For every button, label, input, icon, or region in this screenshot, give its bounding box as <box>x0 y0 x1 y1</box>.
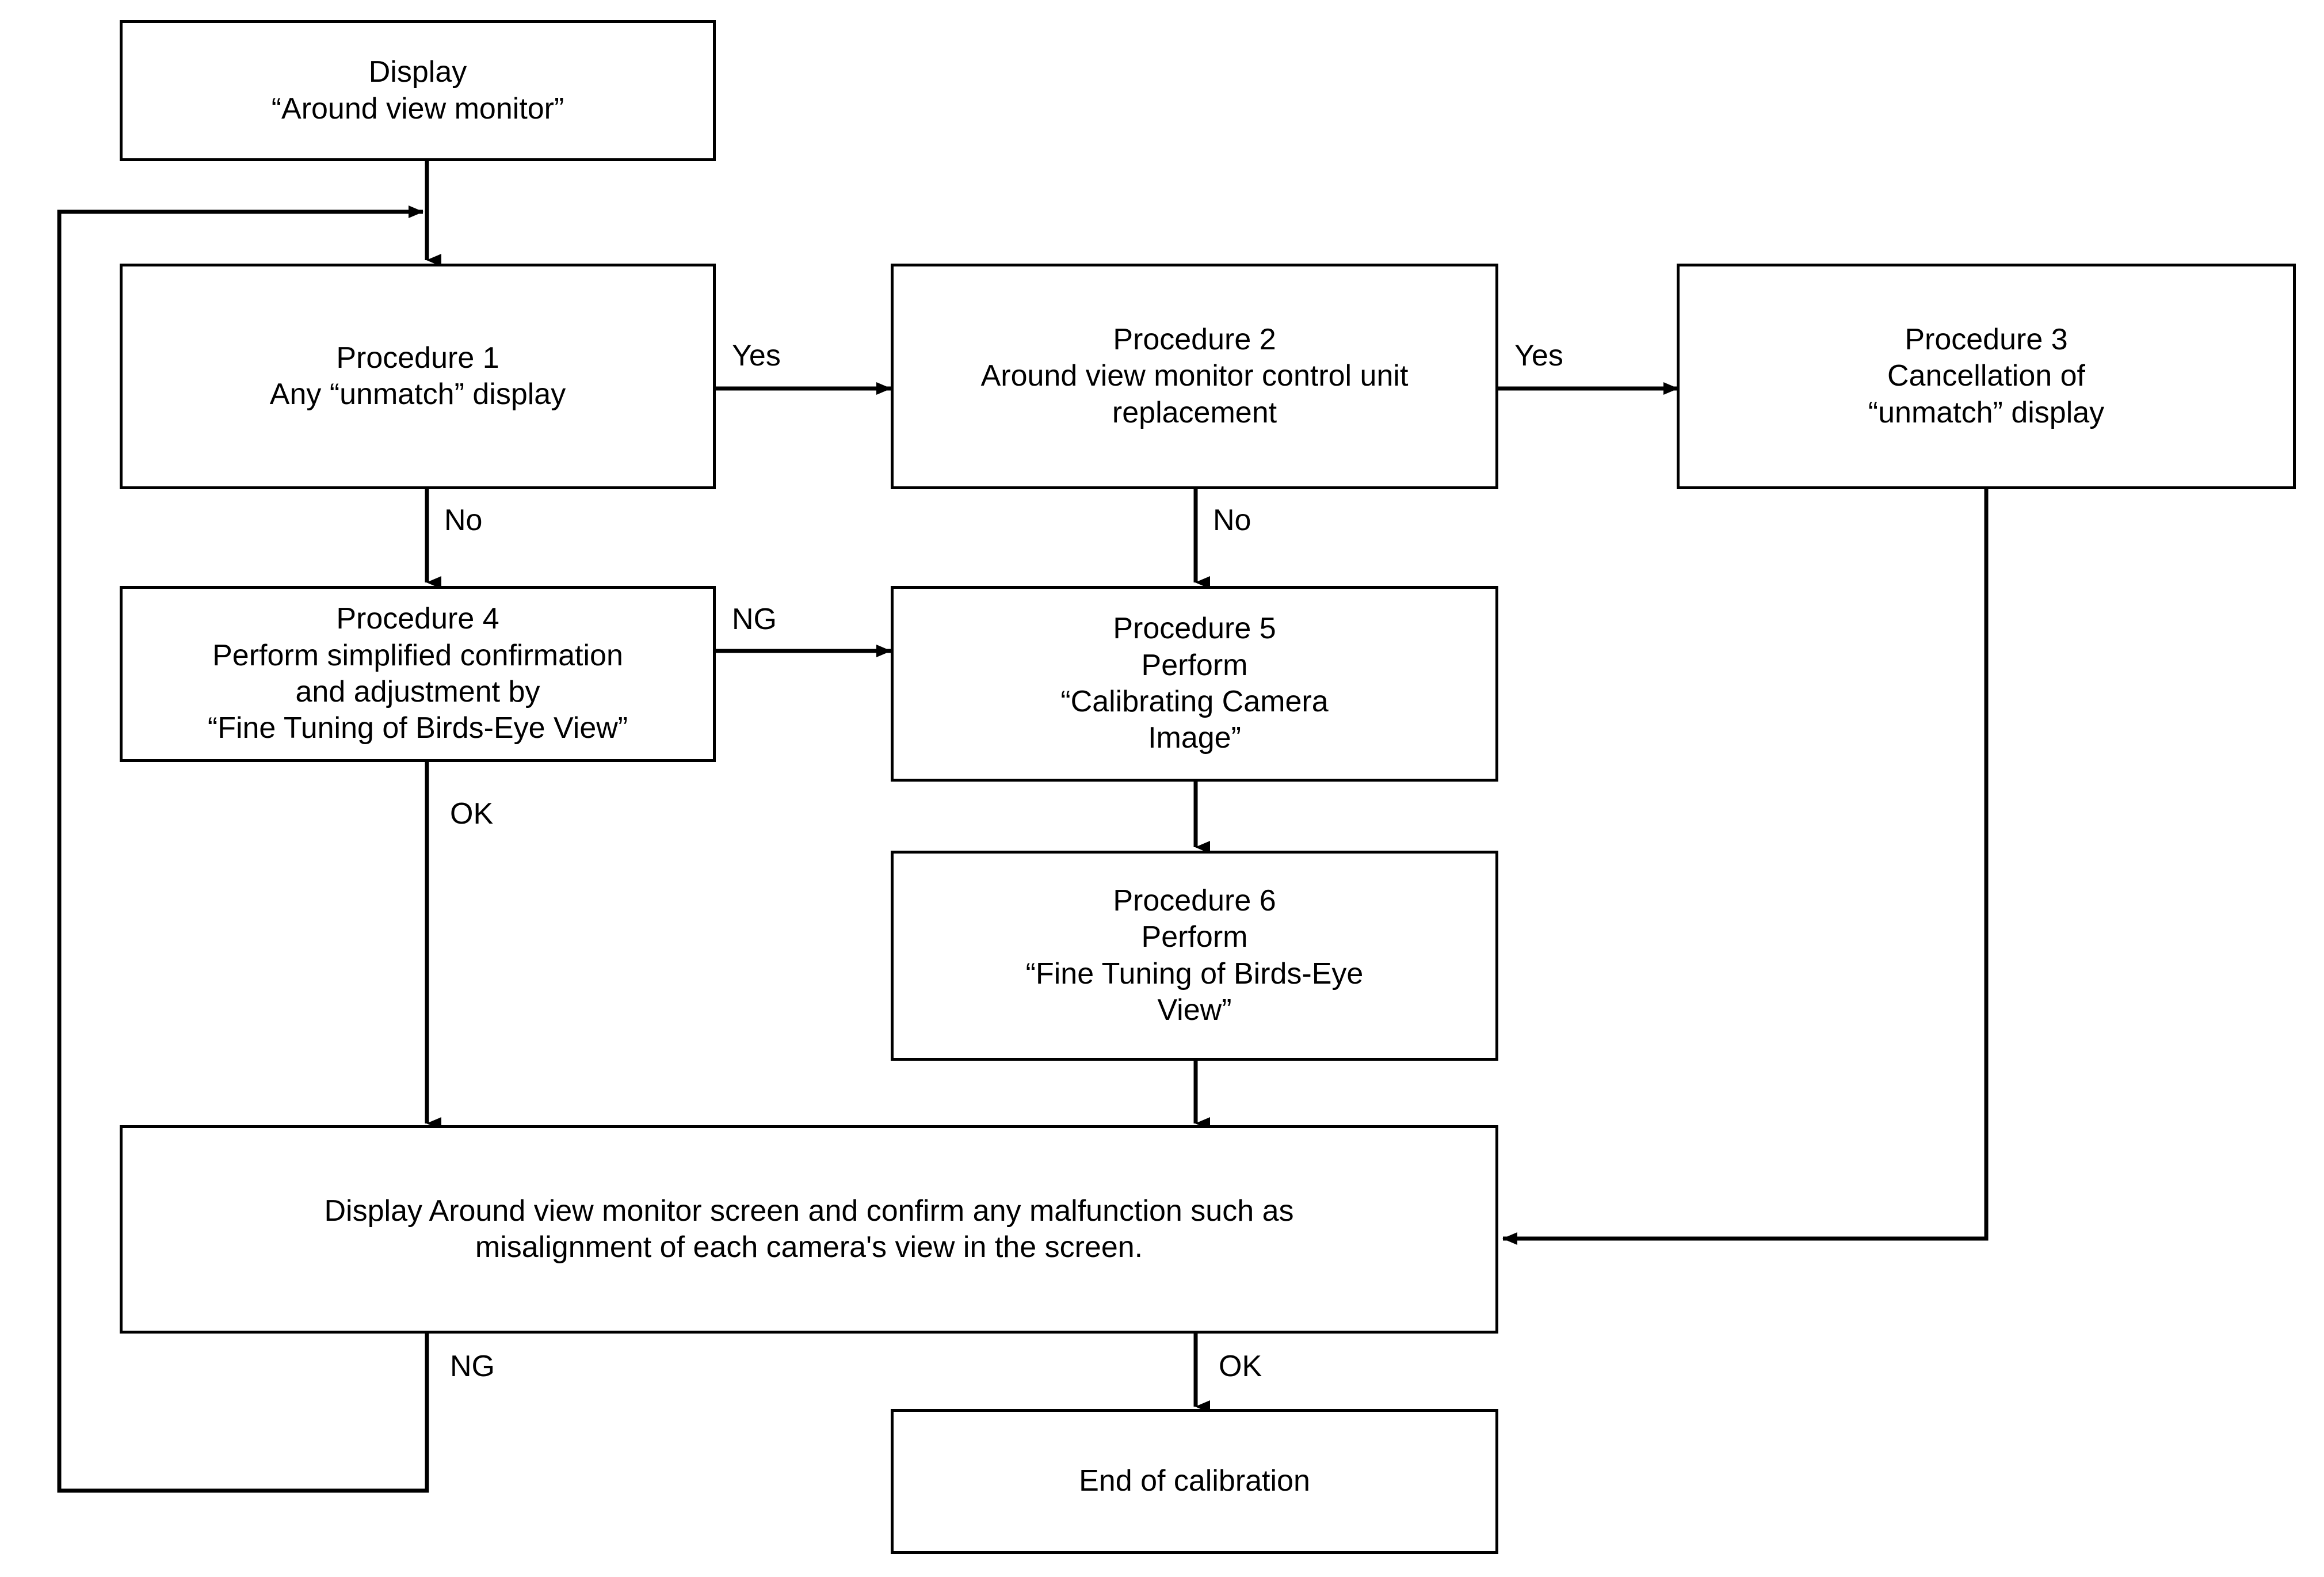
node-display-monitor-label: Display “Around view monitor” <box>271 55 564 125</box>
node-procedure-6[interactable]: Procedure 6 Perform “Fine Tuning of Bird… <box>891 851 1498 1061</box>
edge-label-procedure1-yes: Yes <box>732 339 781 372</box>
node-confirm-screen[interactable]: Display Around view monitor screen and c… <box>120 1125 1498 1334</box>
edge-label-procedure2-yes: Yes <box>1514 339 1563 372</box>
node-procedure-5[interactable]: Procedure 5 Perform “Calibrating Camera … <box>891 586 1498 782</box>
node-procedure-1-label: Procedure 1 Any “unmatch” display <box>269 341 566 411</box>
edge-label-confirm-ok: OK <box>1219 1350 1262 1383</box>
edge-label-procedure1-no: No <box>444 504 483 537</box>
node-end-calibration-label: End of calibration <box>1079 1464 1310 1498</box>
node-procedure-5-label: Procedure 5 Perform “Calibrating Camera … <box>1060 612 1329 755</box>
node-confirm-screen-label: Display Around view monitor screen and c… <box>324 1194 1294 1264</box>
edge-procedure3-to-confirm <box>1502 488 1989 1245</box>
edge-label-confirm-ng: NG <box>450 1350 495 1383</box>
node-procedure-2-label: Procedure 2 Around view monitor control … <box>980 322 1409 429</box>
node-procedure-1[interactable]: Procedure 1 Any “unmatch” display <box>120 264 716 489</box>
node-end-calibration[interactable]: End of calibration <box>891 1409 1498 1554</box>
edge-label-procedure4-ok: OK <box>450 797 494 831</box>
edge-label-procedure4-ng: NG <box>732 603 777 636</box>
node-display-monitor[interactable]: Display “Around view monitor” <box>120 20 716 161</box>
node-procedure-3-label: Procedure 3 Cancellation of “unmatch” di… <box>1868 322 2105 429</box>
edge-confirm-to-procedure1-loop <box>57 205 429 1493</box>
edge-label-procedure2-no: No <box>1213 504 1251 537</box>
node-procedure-3[interactable]: Procedure 3 Cancellation of “unmatch” di… <box>1677 264 2296 489</box>
node-procedure-4-label: Procedure 4 Perform simplified confirmat… <box>207 602 628 745</box>
node-procedure-4[interactable]: Procedure 4 Perform simplified confirmat… <box>120 586 716 762</box>
node-procedure-2[interactable]: Procedure 2 Around view monitor control … <box>891 264 1498 489</box>
node-procedure-6-label: Procedure 6 Perform “Fine Tuning of Bird… <box>1025 883 1364 1027</box>
